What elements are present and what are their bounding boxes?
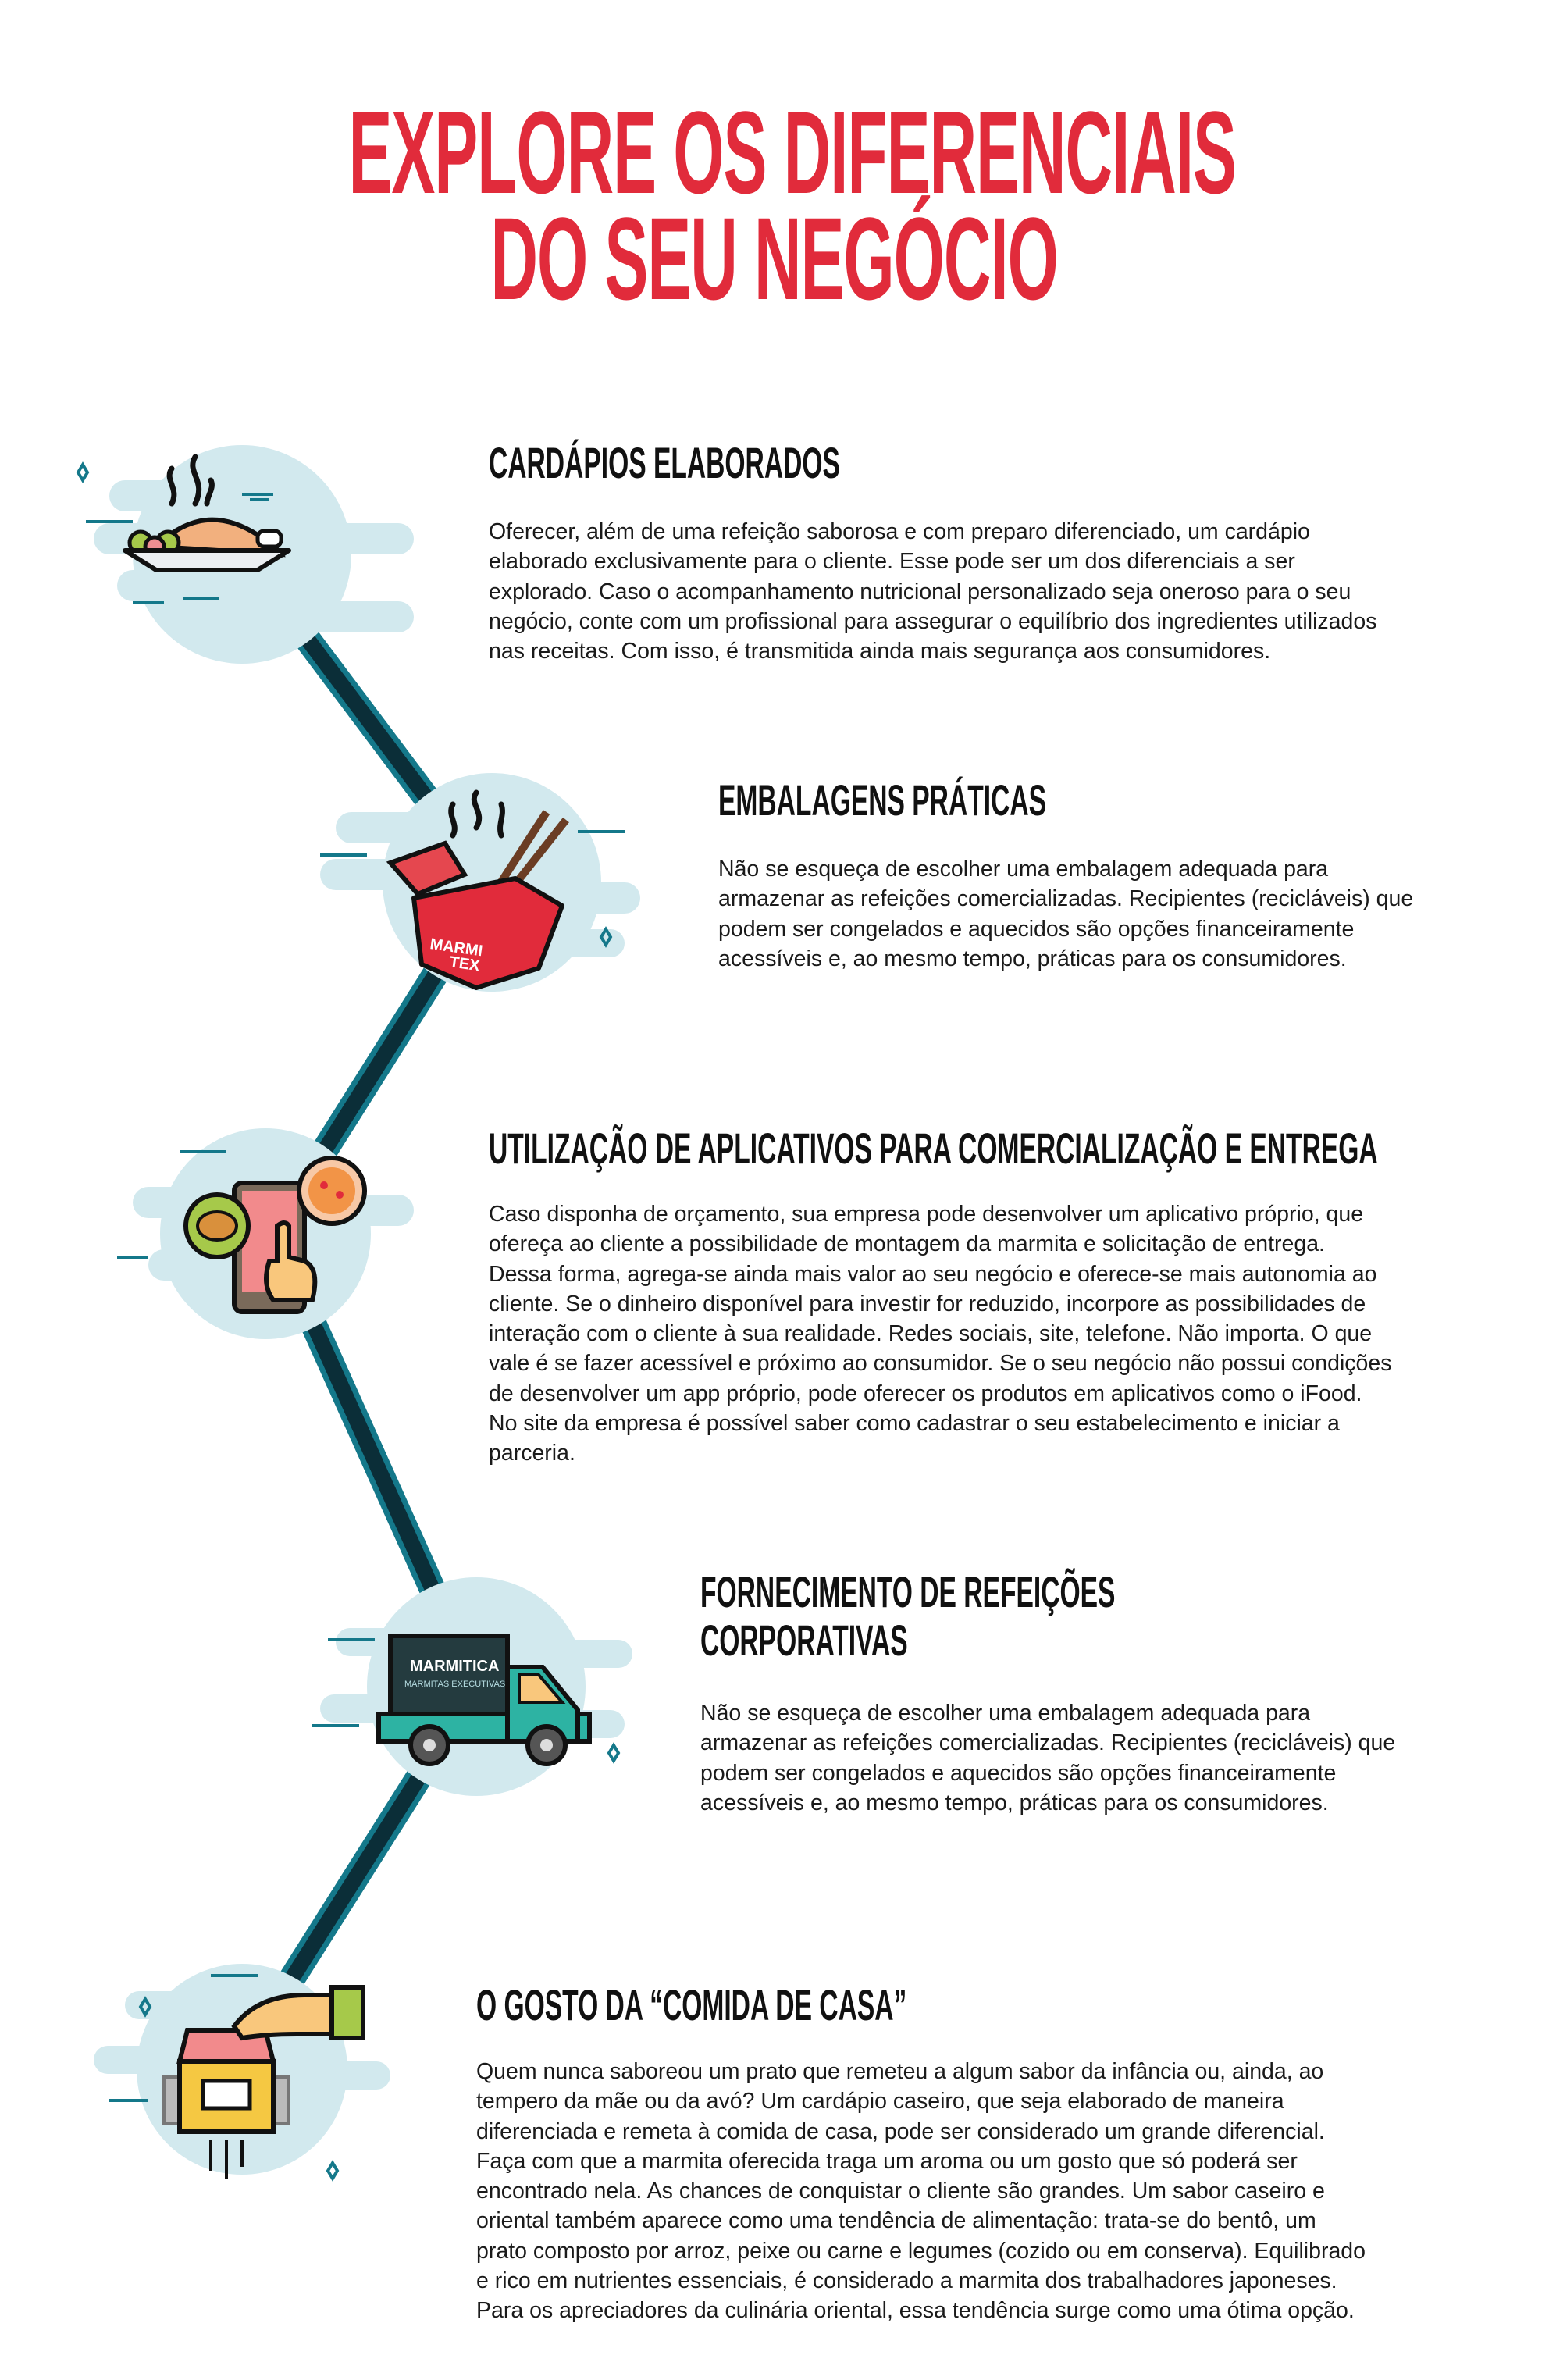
section-4-heading: FORNECIMENTO DE REFEIÇÕES CORPORATIVAS	[700, 1568, 1392, 1665]
delivery-truck-icon: MARMITICA MARMITAS EXECUTIVAS	[312, 1577, 632, 1796]
section-5-body: Quem nunca saboreou um prato que remeteu…	[476, 2057, 1366, 2326]
food-plate-icon	[76, 445, 414, 664]
body-line: ofereça ao cliente a possibilidade de mo…	[489, 1231, 1325, 1257]
section-3-body: Caso disponha de orçamento, sua empresa …	[489, 1199, 1392, 1469]
body-line: explorado. Caso o acompanhamento nutrici…	[489, 579, 1351, 604]
section-1-heading: CARDÁPIOS ELABORADOS	[489, 439, 1074, 487]
body-line: e rico em nutrientes essenciais, é consi…	[476, 2268, 1337, 2294]
page-title-line-1: EXPLORE OS DIFERENCIAIS	[0, 94, 1549, 211]
body-line: Quem nunca saboreou um prato que remeteu…	[476, 2059, 1324, 2084]
heading-text: O GOSTO DA “COMIDA DE CASA”	[476, 1980, 907, 2029]
section-2-heading: EMBALAGENS PRÁTICAS	[718, 776, 1265, 825]
section-3-heading: UTILIZAÇÃO DE APLICATIVOS PARA COMERCIAL…	[489, 1124, 1549, 1173]
body-line: Não se esqueça de escolher uma embalagem…	[718, 857, 1329, 882]
body-line: podem ser congelados e aquecidos são opç…	[700, 1760, 1337, 1786]
body-line: acessíveis e, ao mesmo tempo, práticas p…	[718, 946, 1347, 971]
body-line: armazenar as refeições comercializadas. …	[718, 886, 1414, 912]
heading-text: CARDÁPIOS ELABORADOS	[489, 438, 840, 487]
heading-text: EMBALAGENS PRÁTICAS	[718, 775, 1047, 825]
delivery-app-icon	[117, 1128, 414, 1339]
title-text: DO SEU NEGÓCIO	[490, 193, 1059, 324]
body-line: Dessa forma, agrega-se ainda mais valor …	[489, 1261, 1377, 1287]
section-1-body: Oferecer, além de uma refeição saborosa …	[489, 517, 1376, 666]
body-line: armazenar as refeições comercializadas. …	[700, 1730, 1396, 1756]
body-line: interação com o cliente à sua realidade.…	[489, 1321, 1373, 1347]
body-line: nas receitas. Com isso, é transmitida ai…	[489, 639, 1271, 664]
body-line: Caso disponha de orçamento, sua empresa …	[489, 1202, 1364, 1227]
body-line: de desenvolver um app próprio, pode ofer…	[489, 1381, 1362, 1406]
truck-label: MARMITICA	[410, 1658, 499, 1675]
section-5-heading: O GOSTO DA “COMIDA DE CASA”	[476, 1981, 1194, 2029]
body-line: elaborado exclusivamente para o cliente.…	[489, 549, 1295, 575]
heading-text: UTILIZAÇÃO DE APLICATIVOS PARA COMERCIAL…	[489, 1124, 1378, 1173]
body-line: Oferecer, além de uma refeição saborosa …	[489, 519, 1310, 544]
body-line: oriental também aparece como uma tendênc…	[476, 2208, 1316, 2234]
body-line: encontrado nela. As chances de conquista…	[476, 2179, 1325, 2204]
body-line: Não se esqueça de escolher uma embalagem…	[700, 1701, 1311, 1726]
body-line: tempero da mãe ou da avó? Um cardápio ca…	[476, 2089, 1284, 2115]
body-line: Para os apreciadores da culinária orient…	[476, 2298, 1355, 2324]
body-line: Faça com que a marmita oferecida traga u…	[476, 2148, 1298, 2174]
body-line: vale é se fazer acessível e próximo ao c…	[489, 1351, 1392, 1377]
takeout-box-icon: MARMI TEX	[320, 773, 640, 992]
body-line: podem ser congelados e aquecidos são opç…	[718, 916, 1355, 942]
heading-text: FORNECIMENTO DE REFEIÇÕES	[700, 1567, 1116, 1616]
title-text: EXPLORE OS DIFERENCIAIS	[348, 87, 1237, 218]
body-line: negócio, conte com um profissional para …	[489, 608, 1377, 634]
body-line: cliente. Se o dinheiro disponível para i…	[489, 1291, 1366, 1316]
body-line: No site da empresa é possível saber como…	[489, 1411, 1340, 1437]
heading-text: CORPORATIVAS	[700, 1616, 908, 1665]
box-label: TEX	[448, 953, 481, 974]
truck-sublabel: MARMITAS EXECUTIVAS	[404, 1680, 505, 1689]
section-2-body: Não se esqueça de escolher uma embalagem…	[718, 854, 1413, 974]
body-line: prato composto por arroz, peixe ou carne…	[476, 2238, 1366, 2264]
body-line: diferenciada e remeta à comida de casa, …	[476, 2118, 1325, 2144]
section-4-body: Não se esqueça de escolher uma embalagem…	[700, 1698, 1395, 1818]
body-line: acessíveis e, ao mesmo tempo, práticas p…	[700, 1790, 1329, 1815]
body-line: parceria.	[489, 1441, 575, 1466]
page-title-line-2: DO SEU NEGÓCIO	[0, 200, 1549, 317]
home-shop-icon	[94, 1964, 390, 2182]
